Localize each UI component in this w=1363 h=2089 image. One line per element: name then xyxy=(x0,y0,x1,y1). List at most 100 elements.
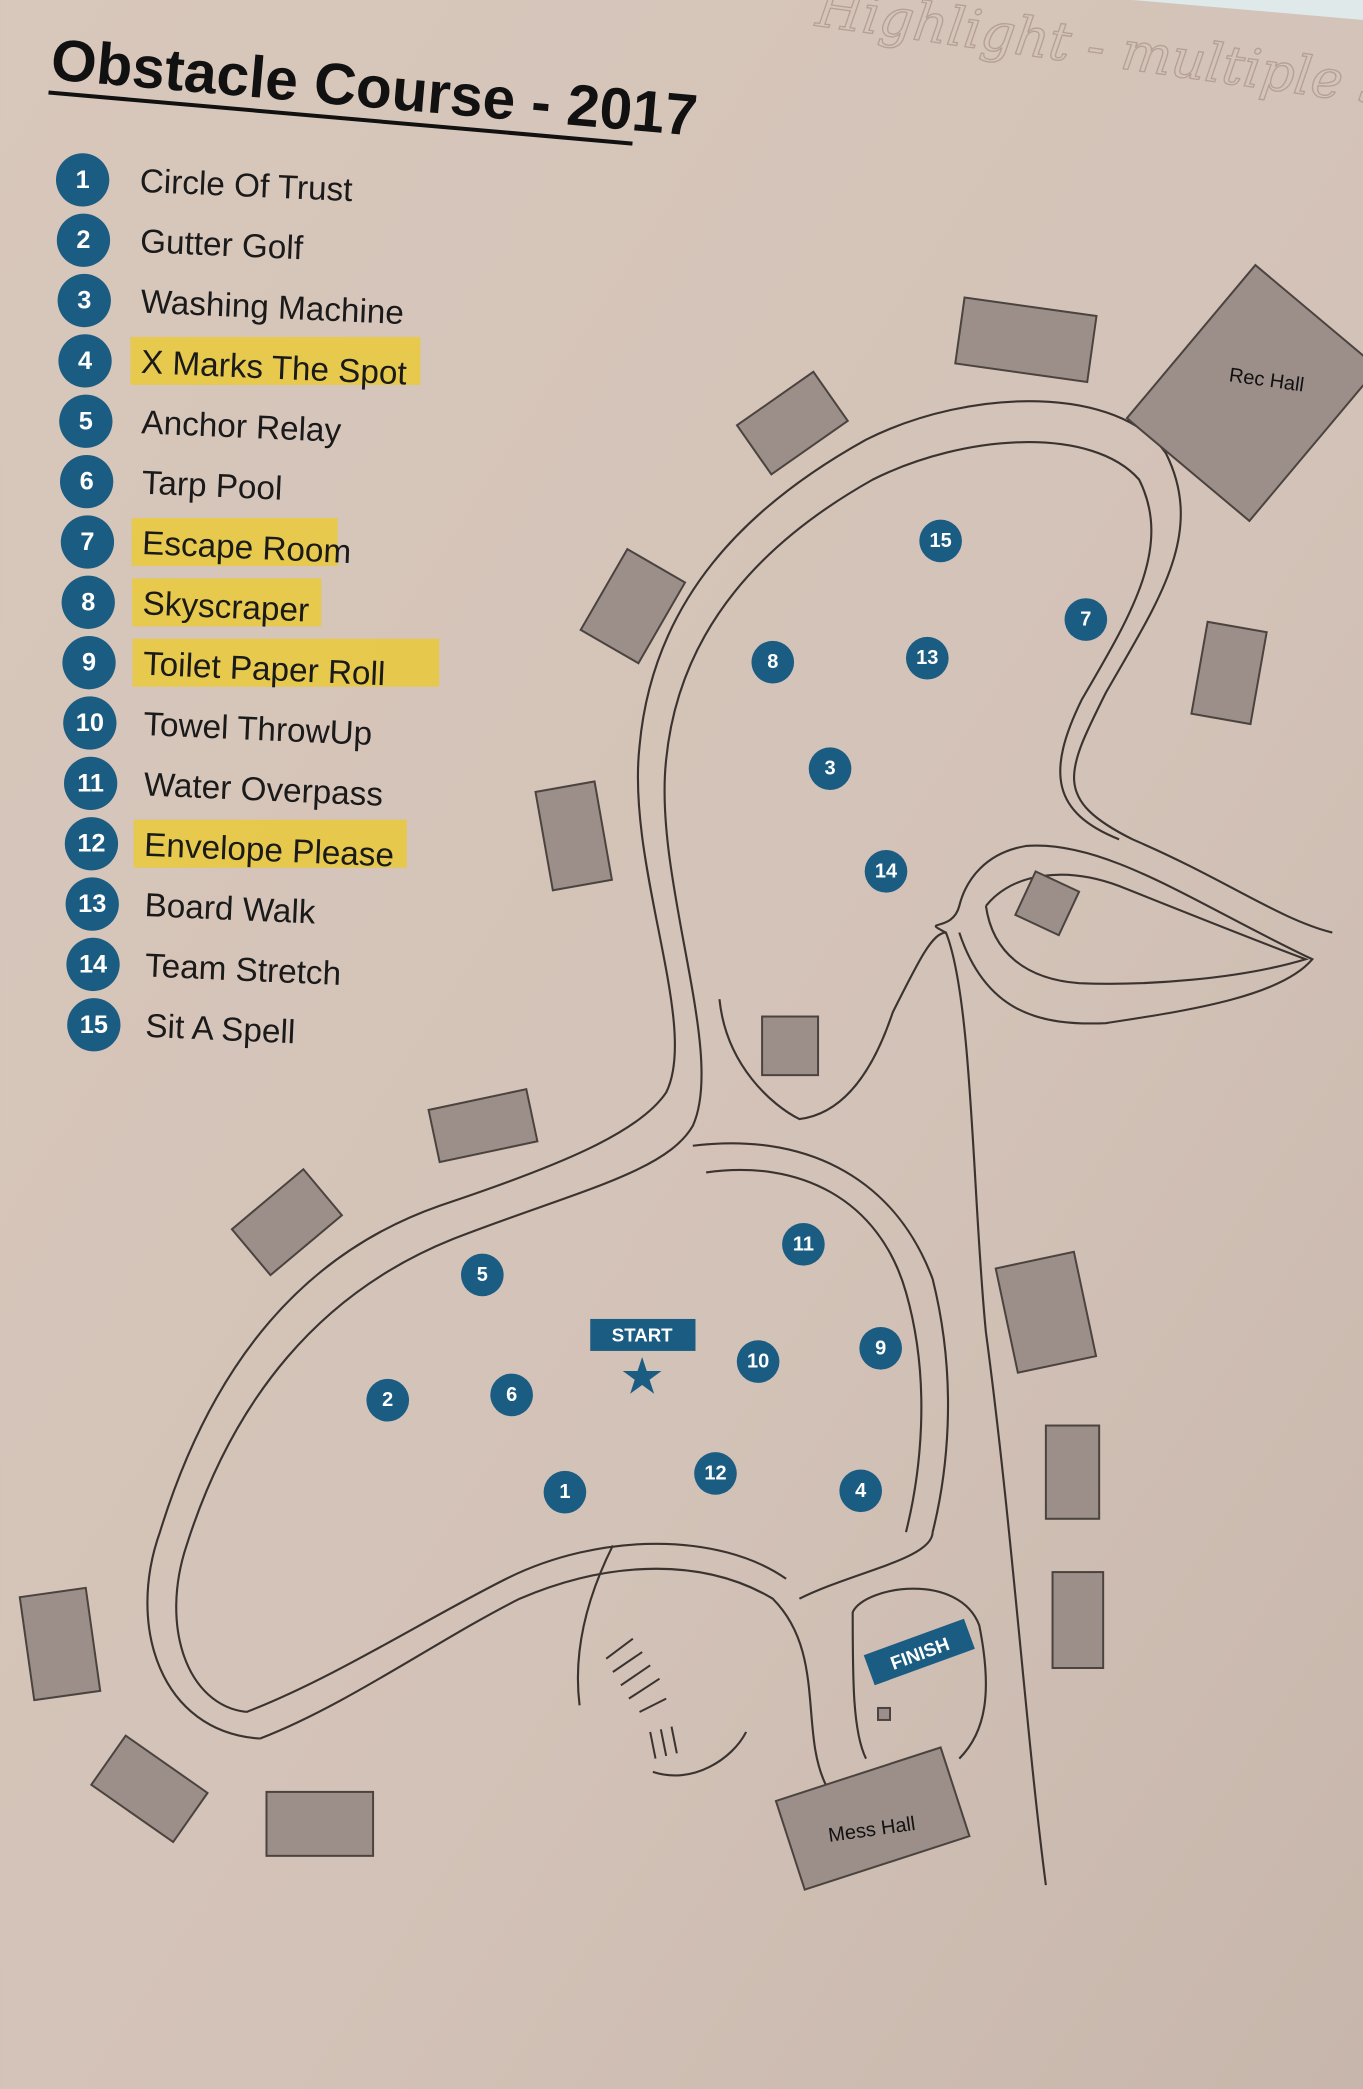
highlight-mark xyxy=(131,517,338,566)
station-marker-15: 15 xyxy=(919,519,962,563)
legend-number-badge xyxy=(66,937,120,992)
legend-number-badge xyxy=(65,877,119,931)
legend-label: Sit A Spell xyxy=(145,1008,296,1052)
highlight-mark xyxy=(133,819,407,868)
legend-item: 13 Board Walk xyxy=(65,877,317,932)
building xyxy=(735,370,850,476)
legend-number-badge xyxy=(67,998,121,1052)
station-marker-7: 7 xyxy=(1064,598,1108,641)
start-label: START xyxy=(612,1325,673,1346)
station-marker-6: 6 xyxy=(490,1373,533,1417)
station-badge xyxy=(919,519,962,563)
building xyxy=(1014,870,1081,937)
highlight-mark xyxy=(132,578,322,627)
station-marker-3: 3 xyxy=(808,747,852,791)
legend-number: 4 xyxy=(78,347,92,375)
legend-label: Skyscraper xyxy=(142,585,310,629)
station-number: 12 xyxy=(704,1462,726,1484)
station-badge xyxy=(490,1373,533,1417)
building xyxy=(534,780,614,892)
station-badge xyxy=(736,1340,780,1383)
legend-number-badge xyxy=(62,636,116,690)
legend-number: 5 xyxy=(79,407,93,435)
legend-number: 6 xyxy=(80,468,94,496)
highlight-mark xyxy=(132,638,440,687)
station-marker-5: 5 xyxy=(461,1253,504,1297)
station-badge xyxy=(1064,598,1108,641)
station-number: 8 xyxy=(767,651,778,673)
station-badge xyxy=(859,1326,902,1370)
station-number: 13 xyxy=(916,647,938,669)
legend-label: Gutter Golf xyxy=(139,223,304,267)
station-marker-8: 8 xyxy=(751,640,795,684)
building xyxy=(230,1167,344,1277)
legend-number-badge xyxy=(63,696,117,750)
station-number: 15 xyxy=(930,530,952,552)
station-marker-1: 1 xyxy=(543,1470,587,1514)
station-marker-14: 14 xyxy=(864,849,908,893)
building xyxy=(954,296,1098,384)
legend-number-badge xyxy=(59,454,114,509)
legend-number: 9 xyxy=(82,649,96,677)
legend-number: 10 xyxy=(76,709,104,737)
buildings: Rec Hall Mess Hall xyxy=(18,263,1363,1891)
station-badge xyxy=(366,1378,410,1422)
legend-number-badge xyxy=(55,153,110,207)
legend-number: 12 xyxy=(77,830,105,858)
legend-label: Circle Of Trust xyxy=(139,163,353,209)
building xyxy=(994,1250,1098,1374)
station-badge xyxy=(864,849,908,893)
legend-number-badge xyxy=(58,334,112,388)
station-badge xyxy=(808,747,852,791)
legend-number: 13 xyxy=(78,890,106,918)
station-marker-10: 10 xyxy=(736,1340,780,1383)
legend-number: 3 xyxy=(77,287,91,315)
building xyxy=(265,1790,375,1857)
start-label-box xyxy=(590,1318,696,1351)
station-marker-11: 11 xyxy=(782,1223,825,1266)
station-number: 11 xyxy=(793,1233,814,1255)
legend-number-badge xyxy=(56,213,111,267)
legend-label: Board Walk xyxy=(144,887,317,931)
station-badge xyxy=(694,1452,737,1495)
legend-item: 5 Anchor Relay xyxy=(59,394,343,450)
legend-number-badge xyxy=(61,575,115,629)
legend-number-badge xyxy=(63,756,118,811)
station-number: 10 xyxy=(747,1351,769,1373)
station-number: 4 xyxy=(855,1480,866,1502)
finish-label-box xyxy=(863,1618,975,1686)
building xyxy=(579,547,687,665)
legend-label: Tarp Pool xyxy=(141,465,283,508)
rec-hall-building xyxy=(1125,263,1363,523)
station-badge xyxy=(782,1223,825,1266)
station-badge xyxy=(905,636,949,680)
station-badge xyxy=(543,1470,587,1514)
legend-number: 11 xyxy=(77,769,104,797)
station-badge xyxy=(751,640,795,684)
roads xyxy=(146,400,1333,1886)
station-marker-4: 4 xyxy=(839,1469,883,1513)
legend-item: 6 Tarp Pool xyxy=(59,454,283,509)
legend-label: Anchor Relay xyxy=(141,404,343,450)
building xyxy=(427,1087,539,1164)
station-number: 6 xyxy=(506,1384,517,1406)
legend-label: Escape Room xyxy=(141,525,352,571)
legend-number-badge xyxy=(57,273,111,328)
station-number: 1 xyxy=(559,1481,570,1503)
building xyxy=(1190,620,1268,726)
legend-number-badge xyxy=(60,515,115,569)
station-number: 3 xyxy=(824,758,835,780)
station-badge xyxy=(461,1253,504,1297)
building xyxy=(1051,1571,1105,1670)
